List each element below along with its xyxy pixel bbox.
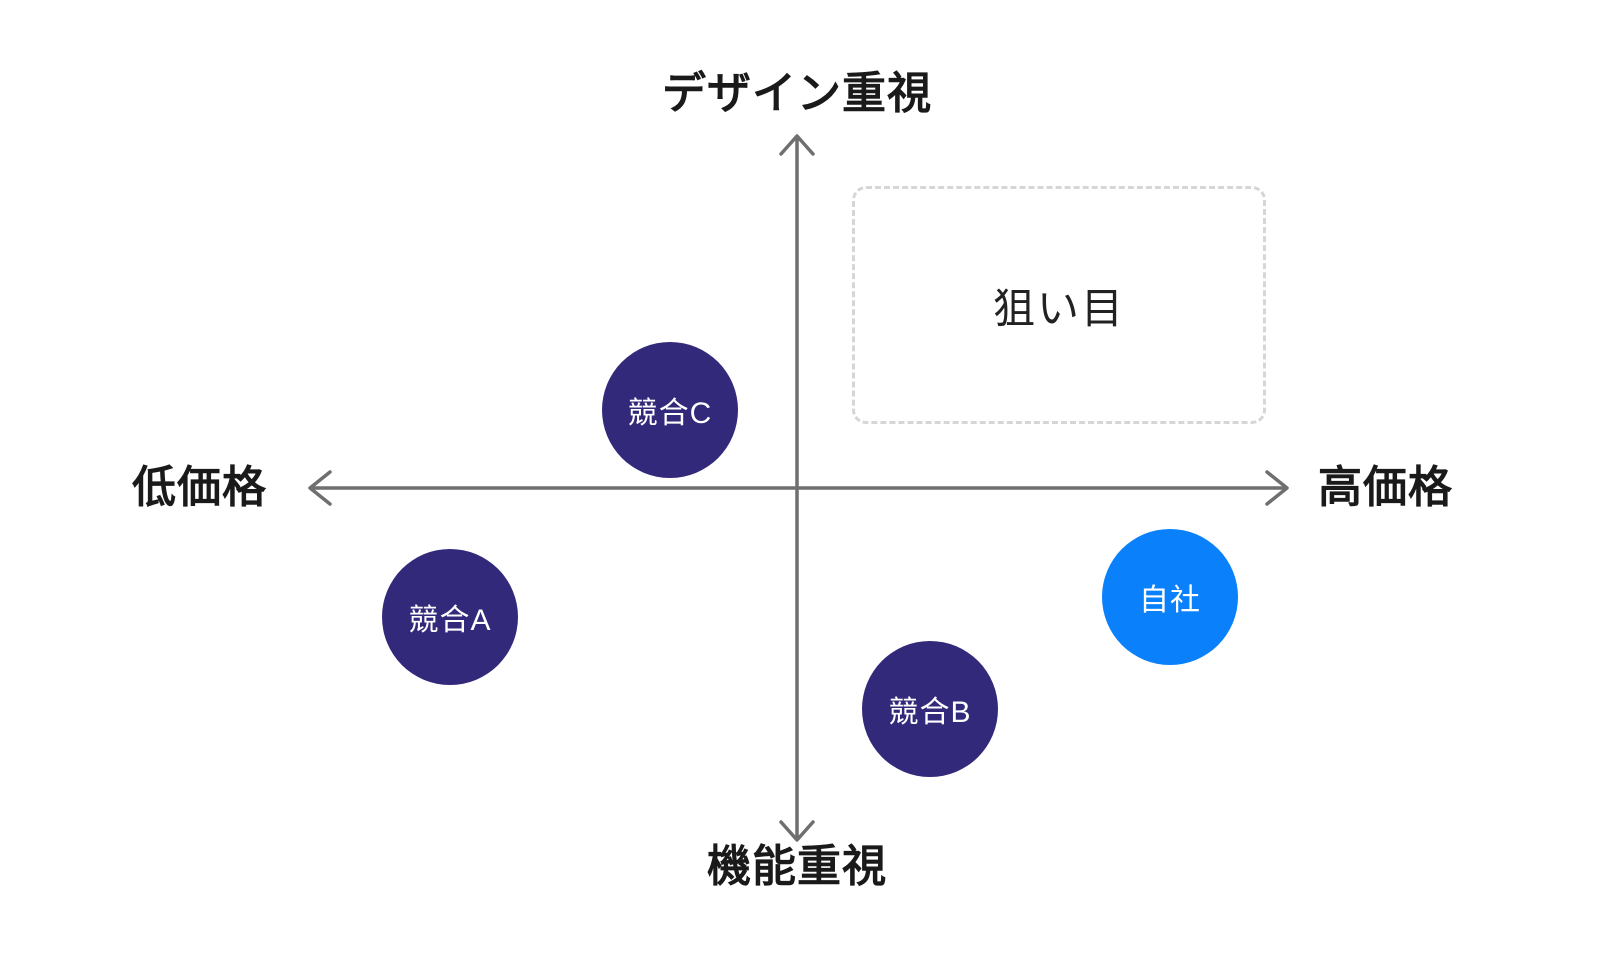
axis-label-design-focused: デザイン重視 <box>662 69 932 118</box>
target-zone-label: 狙い目 <box>992 284 1125 332</box>
bubble-own-company-label: 自社 <box>1139 584 1201 617</box>
bubble-own-company: 自社 <box>1102 529 1238 665</box>
bubble-competitor-b-label: 競合B <box>888 696 972 729</box>
axis-label-function-focused: 機能重視 <box>707 842 887 891</box>
y-axis-arrowhead-top <box>779 134 815 156</box>
bubble-competitor-b: 競合B <box>862 641 998 777</box>
x-axis-arrowhead-left <box>308 470 332 506</box>
y-axis-arrowhead-bottom <box>779 820 815 842</box>
bubble-competitor-c-label: 競合C <box>627 397 713 430</box>
axis-label-low-price: 低価格 <box>132 463 267 512</box>
bubble-competitor-c: 競合C <box>602 342 738 478</box>
x-axis-arrowhead-right <box>1265 470 1289 506</box>
bubble-competitor-a-label: 競合A <box>408 604 492 637</box>
bubble-competitor-a: 競合A <box>382 549 518 685</box>
axis-label-high-price: 高価格 <box>1318 463 1453 512</box>
target-zone-box: 狙い目 <box>852 186 1266 424</box>
